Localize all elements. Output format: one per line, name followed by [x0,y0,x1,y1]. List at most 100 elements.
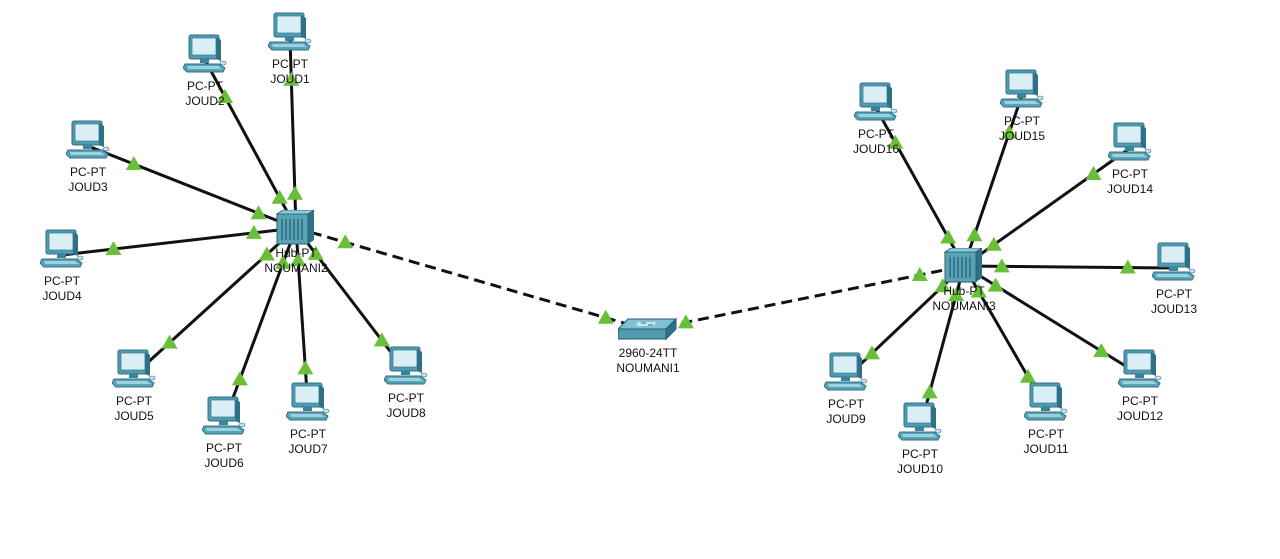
link-light-icon [934,278,951,293]
device-name-label: JOUD12 [1117,409,1163,423]
device-name-label: NOUMANI1 [616,361,680,375]
link-h3-p13[interactable] [963,264,1175,270]
link-sw-h3[interactable] [647,264,965,332]
device-name-label: JOUD15 [999,129,1045,143]
link-light-icon [1093,343,1110,358]
device-type-label: PC-PT [116,394,153,408]
link-light-icon [231,371,248,386]
pc-icon [112,349,156,388]
link-h2-p4[interactable] [61,226,297,257]
device-type-label: PC-PT [858,127,895,141]
link-light-icon [970,283,987,298]
link-light-icon [940,229,957,244]
device-name-label: JOUD13 [1151,302,1197,316]
link-sw-h2[interactable] [295,226,649,332]
link-h3-p9[interactable] [844,264,966,380]
link-light-icon [283,71,300,86]
hub-icon [276,210,315,245]
link-light-icon [217,88,234,103]
pc-icon [183,34,227,73]
device-name-label: JOUD8 [386,406,426,420]
device-name-label: JOUD6 [204,456,244,470]
link-light-icon [1119,259,1136,274]
device-name-label: NOUMANI2 [264,261,328,275]
device-type-label: PC-PT [272,57,309,71]
device-type-label: PC-PT [1122,394,1159,408]
link-light-icon [1001,124,1018,139]
device-type-label: PC-PT [388,391,425,405]
pc-icon [824,352,868,391]
device-name-label: JOUD16 [853,142,899,156]
pc-icon [202,396,246,435]
link-light-icon [337,234,354,249]
pc-icon [1108,122,1152,161]
device-type-label: PC-PT [290,427,327,441]
switch-icon [618,318,677,340]
link-light-icon [863,345,880,360]
link-light-icon [275,254,292,269]
link-light-icon [985,236,1002,251]
pc-icon [1118,349,1162,388]
link-light-icon [125,156,142,171]
device-name-label: JOUD1 [270,72,310,86]
pc-icon [854,82,898,121]
link-light-icon [1085,165,1102,180]
pc-icon [286,382,330,421]
device-type-label: PC-PT [44,274,81,288]
link-light-icon [245,224,262,239]
link-light-icon [993,258,1010,273]
link-light-icon [677,314,694,329]
link-light-icon [271,189,288,204]
device-type-label: PC-PT [902,447,939,461]
link-light-icon [1019,368,1036,383]
link-light-icon [307,245,324,260]
link-h2-p5[interactable] [132,226,298,377]
link-h3-p12[interactable] [963,264,1141,377]
device-type-label: PC-PT [70,165,107,179]
device-name-label: JOUD11 [1023,442,1068,456]
device-type-label: Hub-PT [943,284,985,298]
pc-icon [1000,69,1044,108]
link-light-icon [887,134,904,149]
device-type-label: PC-PT [206,441,243,455]
link-light-icon [290,252,307,267]
device-type-label: PC-PT [1112,167,1149,181]
link-light-icon [286,185,303,200]
pc-icon [40,229,84,268]
link-light-icon [297,360,314,375]
link-light-icon [987,277,1004,292]
device-type-label: PC-PT [1156,287,1193,301]
link-light-icon [966,227,983,242]
device-type-label: PC-PT [1028,427,1065,441]
pc-icon [1152,242,1196,281]
hub-icon [944,248,983,283]
link-h2-p3[interactable] [87,144,297,230]
pc-icon [268,12,312,51]
link-light-icon [161,334,178,349]
device-name-label: JOUD10 [897,462,943,476]
device-name-label: JOUD14 [1107,182,1153,196]
pc-icon [66,120,110,159]
device-name-label: JOUD3 [68,180,108,194]
pc-icon [1024,382,1068,421]
